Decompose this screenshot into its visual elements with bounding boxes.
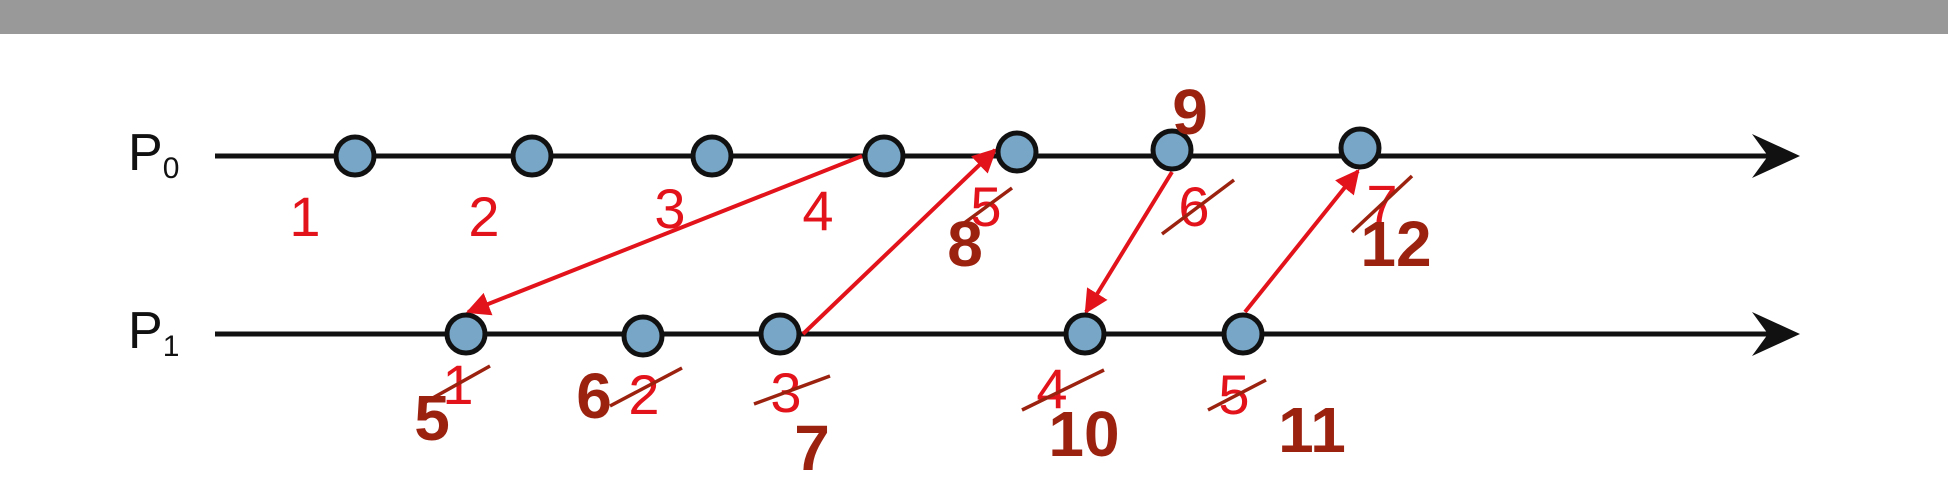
clock-corrected: 8 [947, 208, 983, 280]
process-label-p0: P0 [128, 124, 179, 185]
message-arrow-p0e6-to-p1e4 [1084, 170, 1174, 315]
event-dot [510, 134, 554, 178]
clock-corrected: 11 [1278, 394, 1346, 466]
clock-original: 2 [468, 185, 499, 248]
event-dot [995, 130, 1039, 174]
clock-original: 5 [1218, 363, 1249, 426]
top-bar [0, 0, 1948, 34]
message-arrow-p1e5-to-p0e7 [1243, 169, 1360, 314]
event-p0-1: 1 [289, 134, 377, 248]
clock-strike [950, 186, 1014, 234]
process-label-p1: P1 [128, 302, 179, 363]
timeline-p1-arrowhead [1752, 312, 1800, 356]
event-dot [1150, 128, 1194, 172]
event-dot [690, 134, 734, 178]
event-dot [1063, 312, 1107, 356]
timeline-p0-arrowhead [1752, 134, 1800, 178]
clock-corrected: 7 [794, 412, 830, 484]
clock-strike [1021, 368, 1105, 412]
clock-corrected: 12 [1360, 208, 1431, 280]
clock-original: 6 [1178, 175, 1209, 238]
clock-original: 4 [802, 179, 833, 242]
clock-corrected: 6 [576, 360, 612, 432]
clock-strike [1350, 174, 1414, 234]
message-arrow-p1e3-to-p0e5 [801, 148, 997, 336]
event-dot [758, 312, 802, 356]
clock-strike [753, 374, 831, 406]
clock-original: 3 [654, 177, 685, 240]
clock-strike [609, 366, 683, 408]
clock-corrected: 9 [1172, 76, 1208, 148]
event-p0-7: 7 12 [1338, 126, 1432, 280]
clock-corrected: 10 [1048, 398, 1119, 470]
event-p0-5: 5 8 [947, 130, 1039, 280]
message-arrow-p0e4-to-p1e1 [465, 154, 863, 316]
event-p0-4: 4 [802, 134, 906, 242]
clock-corrected: 5 [414, 382, 450, 454]
clock-original: 1 [289, 185, 320, 248]
event-p1-4: 4 10 [1021, 312, 1120, 470]
event-dot [1221, 312, 1265, 356]
event-p0-2: 2 [468, 134, 554, 248]
event-p0-6: 6 9 [1150, 76, 1236, 238]
event-p0-3: 3 [654, 134, 734, 240]
event-p1-2: 2 6 [576, 314, 683, 432]
event-dot [862, 134, 906, 178]
event-dot [444, 312, 488, 356]
event-p1-1: 1 5 [414, 312, 491, 454]
event-dot [1338, 126, 1382, 170]
event-dot [621, 314, 665, 358]
messages [465, 148, 1360, 336]
event-p1-5: 5 11 [1207, 312, 1346, 466]
clock-strike [1160, 178, 1236, 236]
clock-strike [421, 364, 491, 406]
clock-strike [1207, 378, 1267, 412]
event-p1-3: 3 7 [753, 312, 831, 484]
event-dot [333, 134, 377, 178]
